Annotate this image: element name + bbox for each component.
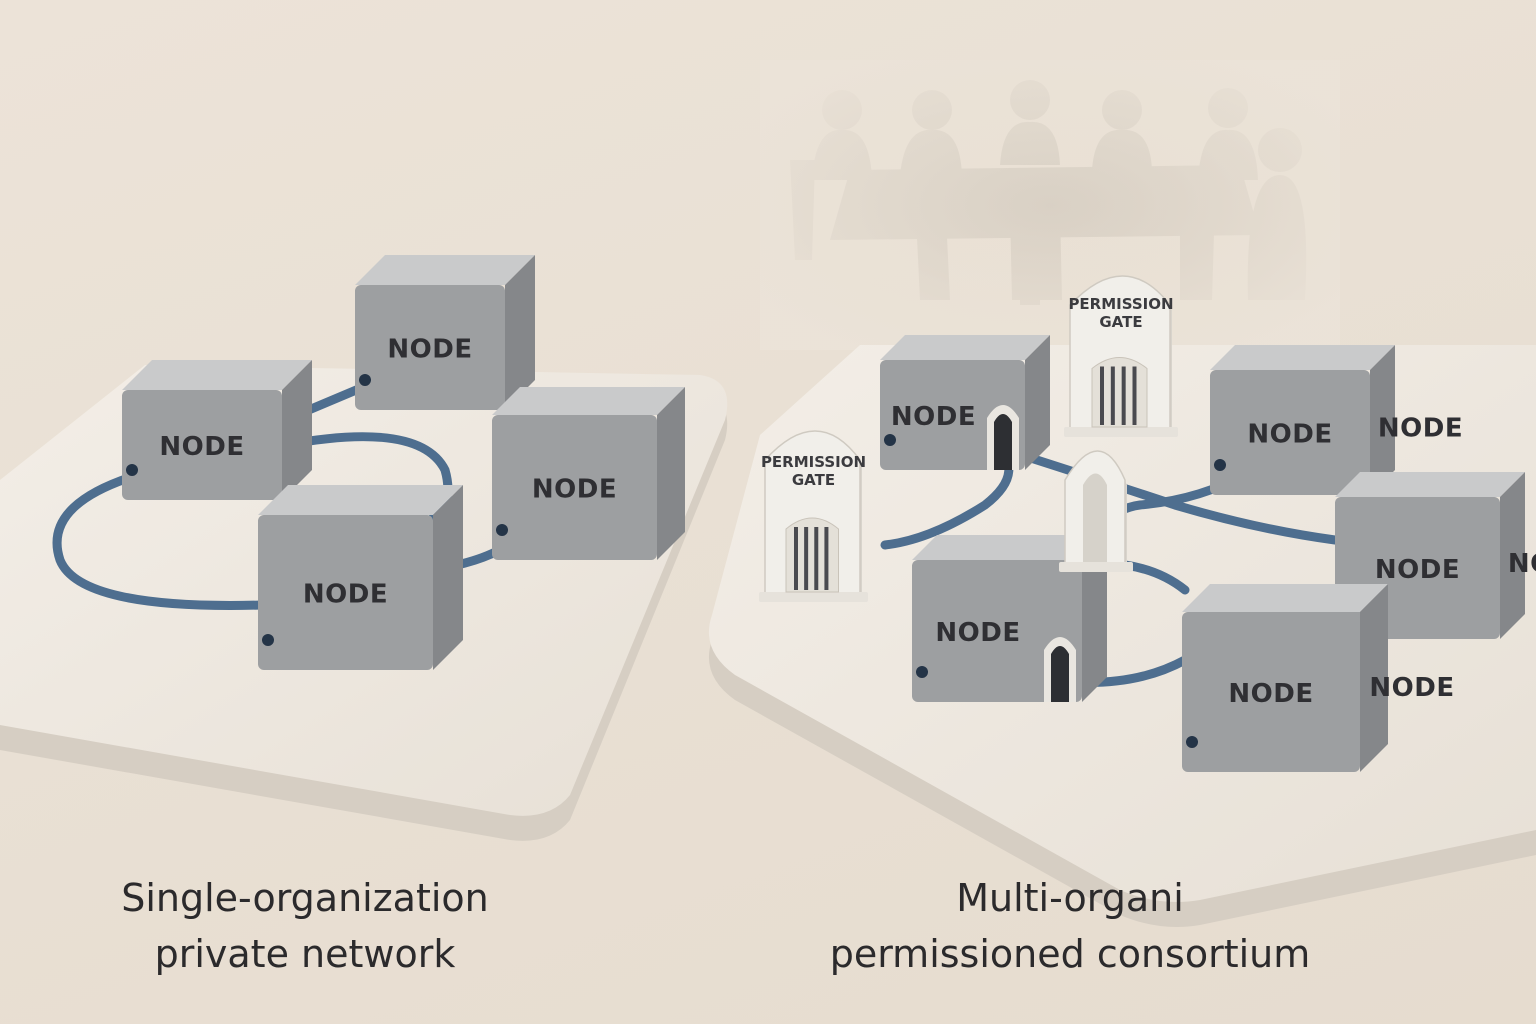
right-node-2: NODE NODE <box>1210 345 1463 495</box>
node-label-side: NODE <box>1378 414 1463 444</box>
left-caption: Single-organization private network <box>70 870 540 982</box>
node-label: NODE <box>387 335 472 365</box>
left-caption-line1: Single-organization <box>121 876 489 920</box>
right-node-5: NODE NODE <box>1182 584 1454 772</box>
node-label: NODE <box>935 618 1020 648</box>
background-fog <box>760 60 1340 350</box>
gate-label-line2: GATE <box>1099 313 1142 331</box>
left-node-2: NODE <box>355 255 535 410</box>
small-gate-center <box>1059 450 1133 572</box>
right-caption-line1: Multi-organi <box>956 876 1184 920</box>
left-node-3: NODE <box>492 387 685 560</box>
node-label-side: NODE <box>1508 549 1536 579</box>
gate-label-line1: PERMISSION <box>1068 295 1173 313</box>
node-label: NODE <box>1375 555 1460 585</box>
node-label: NODE <box>1228 679 1313 709</box>
right-caption-line2: permissioned consortium <box>829 932 1311 976</box>
left-caption-line2: private network <box>154 932 456 976</box>
gate-label-line2: GATE <box>792 471 835 489</box>
right-node-4: NODE <box>912 535 1107 702</box>
left-node-4: NODE <box>258 485 463 670</box>
node-label: NODE <box>1247 420 1332 450</box>
node-label: NODE <box>532 475 617 505</box>
left-node-1: NODE <box>122 360 312 500</box>
gate-label-line1: PERMISSION <box>761 453 866 471</box>
node-label: NODE <box>303 580 388 610</box>
nodes-layer: NODENODENODENODENODENODENODENODENODENODE… <box>122 255 1536 772</box>
node-label: NODE <box>891 402 976 432</box>
right-caption: Multi-organi permissioned consortium <box>790 870 1350 982</box>
right-node-1: NODE <box>880 335 1050 470</box>
node-label: NODE <box>159 432 244 462</box>
node-label-side: NODE <box>1369 673 1454 703</box>
